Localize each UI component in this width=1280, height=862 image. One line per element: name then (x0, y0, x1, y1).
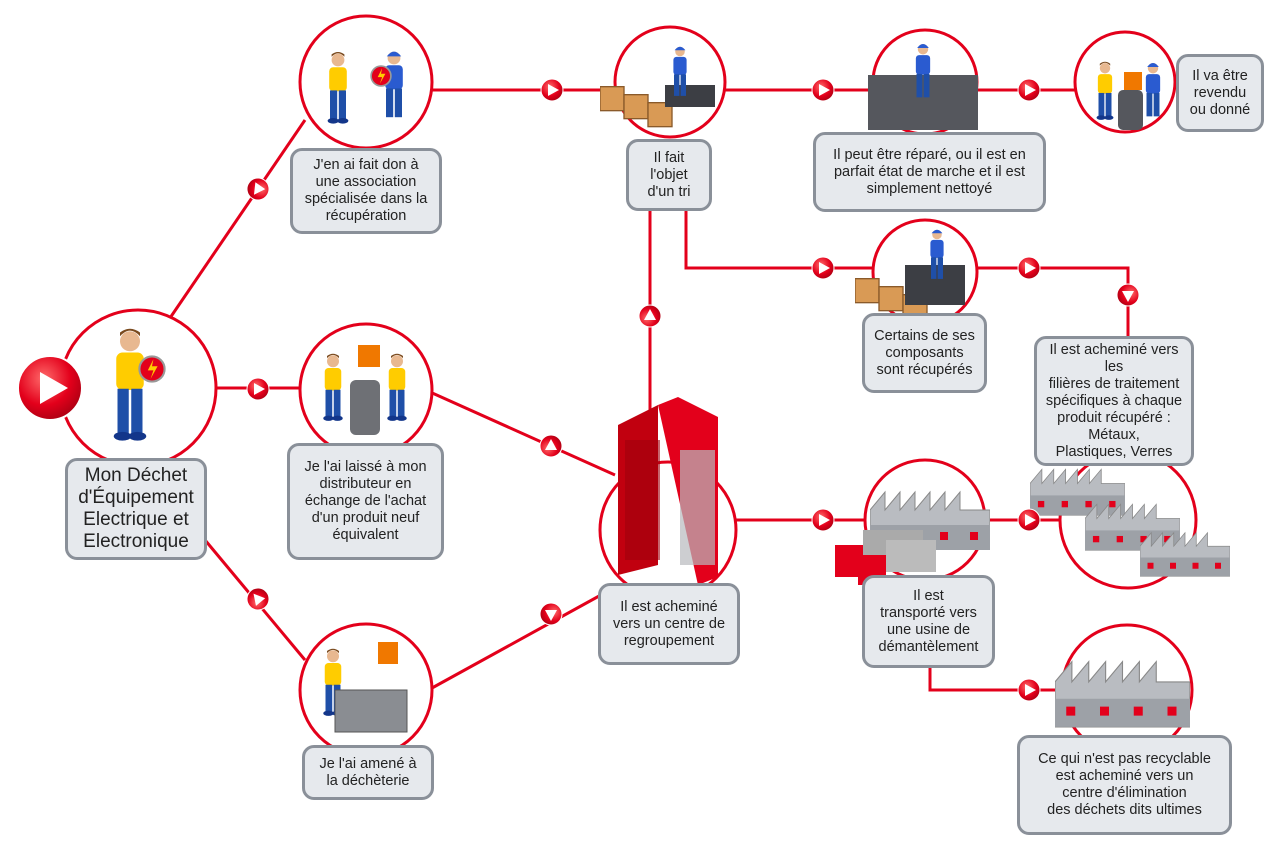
node-label-elimination: Ce qui n'est pas recyclable est acheminé… (1017, 735, 1232, 835)
electronic-device-icon (1124, 72, 1142, 90)
node-label-dechetterie: Je l'ai amené à la déchèterie (302, 745, 434, 800)
arrow-icon (1017, 78, 1041, 102)
arrow-icon (242, 173, 274, 205)
arrow-icon (638, 304, 662, 328)
arrow-icon (246, 377, 270, 401)
arrow-icon (539, 434, 563, 458)
node-label-donation: J'en ai fait don à une association spéci… (290, 148, 442, 234)
arrow-icon (1017, 508, 1041, 532)
play-icon (40, 372, 68, 404)
arrow-icon (811, 256, 835, 280)
node-label-distributor: Je l'ai laissé à mon distributeur en éch… (287, 443, 444, 560)
arrow-icon (1017, 678, 1041, 702)
arrow-icon (539, 602, 563, 626)
storage-rack-icon (618, 397, 718, 585)
node-label-sort: Il fait l'objet d'un tri (626, 139, 712, 211)
container-icon (334, 689, 408, 733)
electronic-device-icon (358, 345, 380, 367)
arrow-icon (242, 583, 274, 615)
node-label-components: Certains de ses composants sont récupéré… (862, 313, 987, 393)
counter-icon (350, 380, 380, 435)
node-label-transport: Il est transporté vers une usine de déma… (862, 575, 995, 668)
start-play-button[interactable] (17, 355, 83, 421)
workbench-icon (868, 75, 978, 130)
arrow-icon (811, 508, 835, 532)
node-label-repair: Il peut être réparé, ou il est en parfai… (813, 132, 1046, 212)
illustrations (113, 44, 1230, 733)
node-label-resell: Il va être revendu ou donné (1176, 54, 1264, 132)
electronic-device-icon (370, 65, 392, 87)
sign-icon (378, 642, 398, 664)
arrow-icon (811, 78, 835, 102)
arrow-icon (1017, 256, 1041, 280)
truck-icon (835, 530, 936, 585)
arrow-icon (540, 78, 564, 102)
electronic-device-icon (138, 355, 166, 383)
node-label-filieres: Il est acheminé vers les filières de tra… (1034, 336, 1194, 466)
node-label-regroupement: Il est acheminé vers un centre de regrou… (598, 583, 740, 665)
arrow-icon (1116, 283, 1140, 307)
node-label-start: Mon Déchet d'Équipement Electrique et El… (65, 458, 207, 560)
